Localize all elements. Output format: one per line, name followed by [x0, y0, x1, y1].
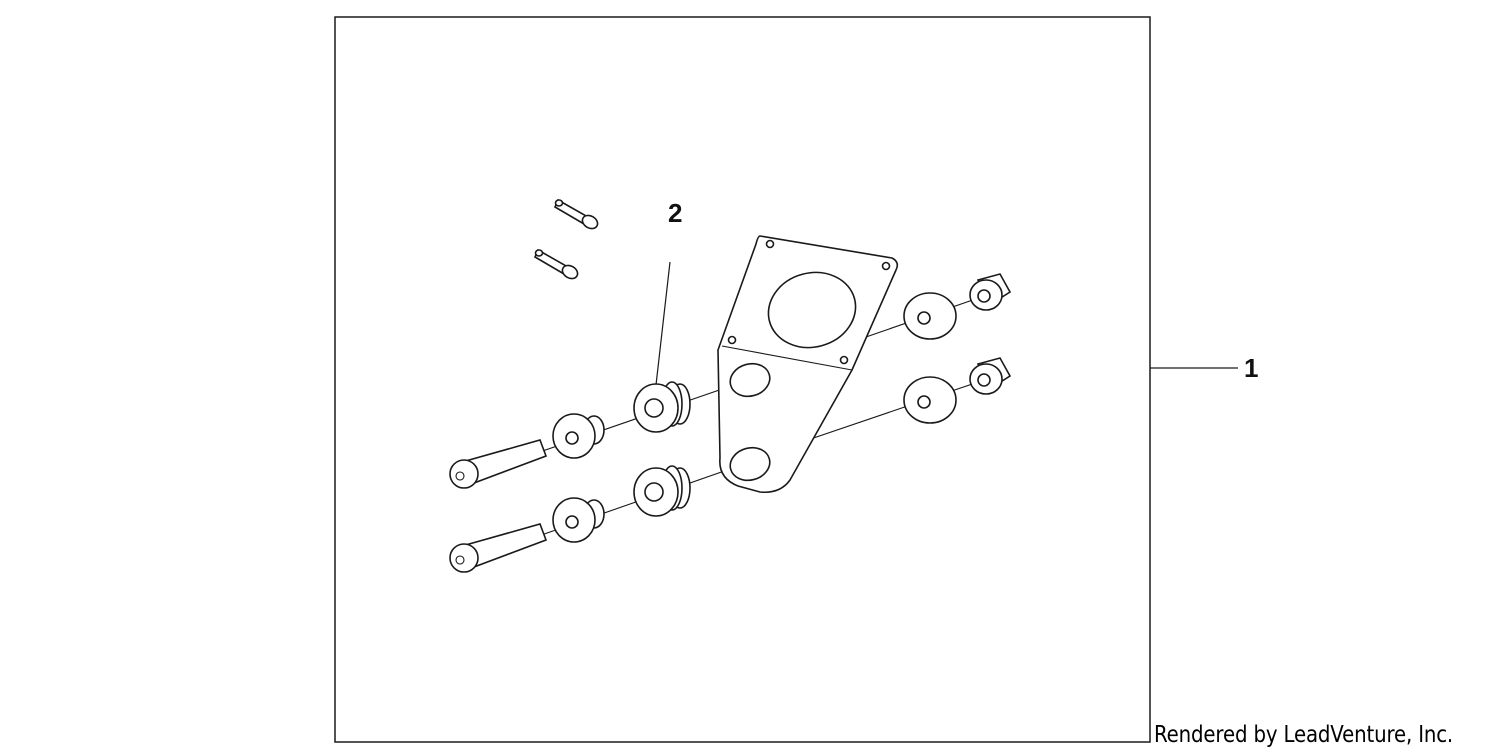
callout-2-label[interactable]: 2: [668, 198, 682, 228]
mounting-bracket: [717, 235, 899, 494]
rubber-bushing-lower: [633, 465, 691, 517]
screw-small-lower: [533, 248, 579, 280]
screw-small-upper: [553, 198, 599, 230]
washer-lower-right: [903, 376, 957, 424]
rubber-bushing-upper: [633, 381, 691, 433]
kit-frame: [334, 16, 1151, 743]
grommet-lower-front: [552, 497, 605, 543]
callout-1-label[interactable]: 1: [1244, 353, 1258, 383]
spacer-lower-right: [969, 357, 1012, 395]
washer-upper-right: [903, 292, 957, 340]
bolt-upper: [449, 439, 548, 489]
callout-2-leader: [655, 261, 671, 386]
render-credit: Rendered by LeadVenture, Inc.: [1154, 722, 1454, 748]
grommet-upper-front: [552, 413, 605, 459]
bolt-lower: [449, 523, 548, 573]
spacer-upper-right: [969, 273, 1012, 311]
